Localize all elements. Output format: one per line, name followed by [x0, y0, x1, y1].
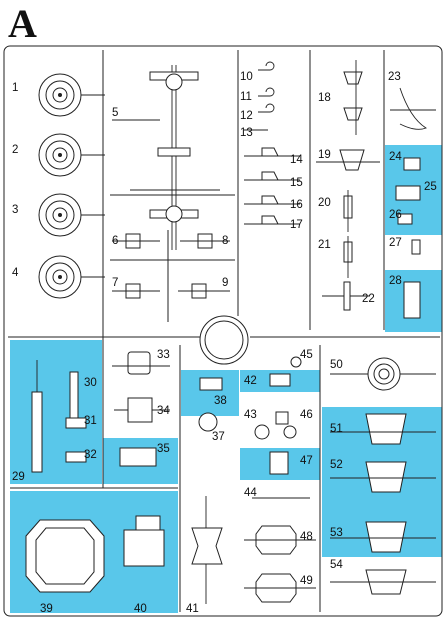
part-label-17: 17 [290, 219, 303, 231]
parts-29-32 [31, 360, 87, 473]
part-label-25: 25 [424, 181, 437, 193]
part-label-22: 22 [362, 293, 375, 305]
parts-33-38 [112, 351, 223, 467]
part-label-37: 37 [212, 431, 225, 443]
part-1-wheel [38, 73, 105, 117]
part-label-45: 45 [300, 349, 313, 361]
part-label-15: 15 [290, 177, 303, 189]
part-label-23: 23 [388, 71, 401, 83]
parts-6-9 [112, 233, 230, 299]
part-label-50: 50 [330, 359, 343, 371]
part-label-3: 3 [12, 204, 18, 216]
part-label-41: 41 [186, 603, 199, 615]
part-label-42: 42 [244, 375, 257, 387]
sprue-frame [3, 45, 443, 617]
highlight-38 [181, 370, 239, 416]
part-label-19: 19 [318, 149, 331, 161]
part-4-wheel [38, 255, 105, 299]
part-labels: 1 2 3 4 5 6 7 8 9 10 11 12 13 14 15 16 1… [12, 71, 437, 615]
part-label-16: 16 [290, 199, 303, 211]
parts-39-41 [25, 496, 223, 604]
part-label-4: 4 [12, 267, 19, 279]
parts-18-22 [316, 60, 380, 311]
part-label-6: 6 [112, 235, 118, 247]
part-label-29: 29 [12, 471, 25, 483]
part-label-21: 21 [318, 239, 331, 251]
part-label-40: 40 [134, 603, 147, 615]
part-label-51: 51 [330, 423, 343, 435]
part-label-34: 34 [157, 405, 170, 417]
part-label-12: 12 [240, 110, 253, 122]
part-label-9: 9 [222, 277, 228, 289]
part-label-2: 2 [12, 144, 18, 156]
parts-10-13-hooks [244, 61, 275, 131]
part-label-11: 11 [240, 91, 252, 103]
part-label-39: 39 [40, 603, 53, 615]
parts-14-17 [244, 147, 300, 225]
highlight-29-32 [10, 340, 102, 484]
part-label-46: 46 [300, 409, 313, 421]
part-label-31: 31 [84, 415, 97, 427]
part-label-33: 33 [157, 349, 170, 361]
part-label-24: 24 [389, 151, 402, 163]
part-label-7: 7 [112, 277, 118, 289]
part-label-10: 10 [240, 71, 253, 83]
part-label-35: 35 [157, 443, 170, 455]
part-label-8: 8 [222, 235, 228, 247]
part-label-28: 28 [389, 275, 402, 287]
part-label-43: 43 [244, 409, 257, 421]
part-5-chassis [112, 65, 220, 250]
part-label-44: 44 [244, 487, 257, 499]
wheel-parts [38, 73, 105, 299]
part-label-49: 49 [300, 575, 313, 587]
part-label-48: 48 [300, 531, 313, 543]
part-label-52: 52 [330, 459, 343, 471]
part-3-wheel [38, 193, 105, 237]
parts-42-49 [244, 356, 316, 603]
part-label-30: 30 [84, 377, 97, 389]
part-label-5: 5 [112, 107, 118, 119]
part-label-13: 13 [240, 127, 253, 139]
part-label-32: 32 [84, 449, 97, 461]
part-2-wheel [38, 133, 105, 177]
part-label-53: 53 [330, 527, 343, 539]
part-label-18: 18 [318, 92, 331, 104]
part-label-14: 14 [290, 154, 303, 166]
part-label-27: 27 [389, 237, 402, 249]
parts-50-54 [330, 357, 436, 595]
part-label-20: 20 [318, 197, 331, 209]
part-label-38: 38 [214, 395, 227, 407]
parts-23-28 [390, 87, 436, 319]
part-label-26: 26 [389, 209, 402, 221]
part-label-1: 1 [12, 82, 18, 94]
part-label-47: 47 [300, 455, 313, 467]
part-label-54: 54 [330, 559, 343, 571]
sheet-letter: A [8, 1, 37, 46]
